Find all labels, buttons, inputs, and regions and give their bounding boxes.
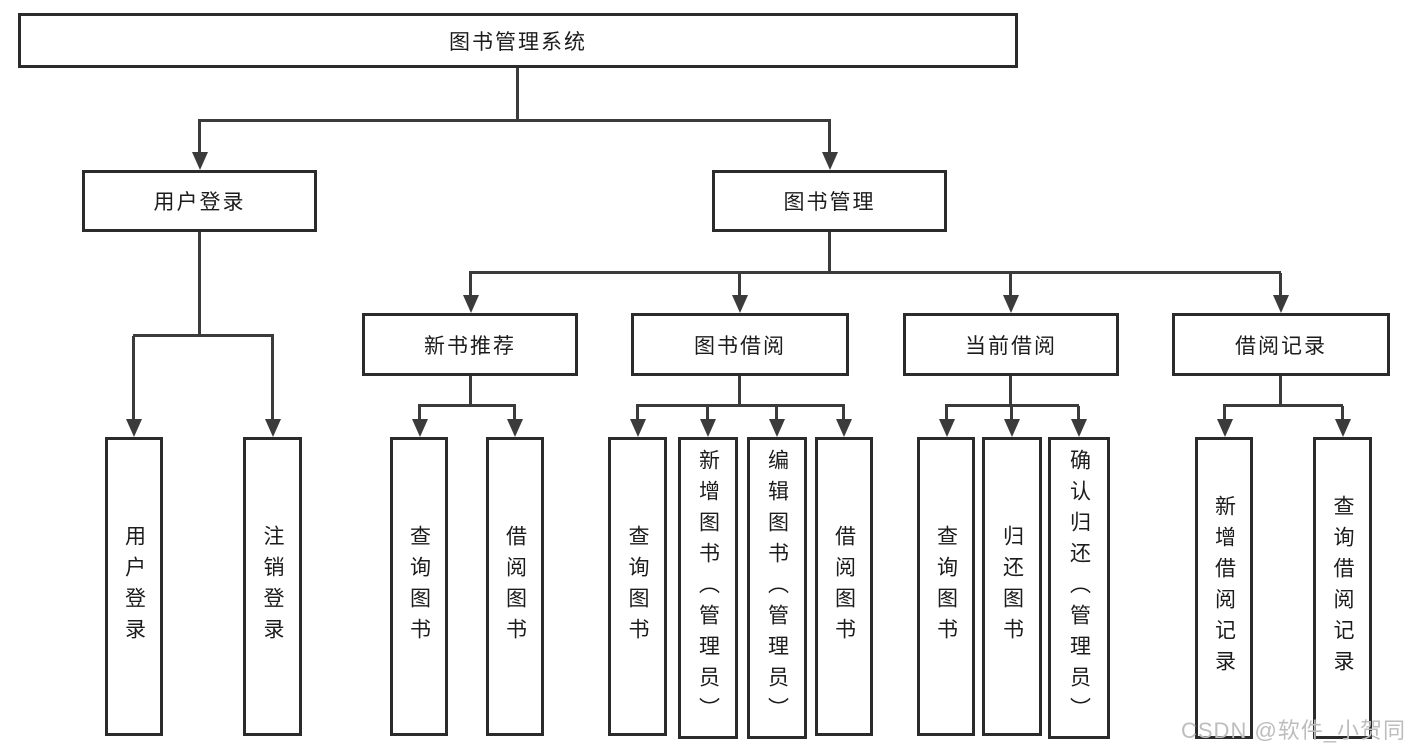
connector-bookborrow-stub [738, 376, 741, 407]
node-new-book-recommend: 新书推荐 [362, 313, 578, 376]
leaf-logout-label: 注销登录 [261, 524, 284, 649]
connector-root-stub [516, 66, 519, 122]
connector-login-stub [198, 232, 201, 337]
connector-drop [1341, 406, 1344, 420]
arrow-down-icon [769, 419, 785, 437]
arrow-down-icon [1003, 295, 1019, 313]
connector-newbook-stub [469, 376, 472, 407]
arrow-down-icon [265, 419, 281, 437]
arrow-down-icon [507, 419, 523, 437]
leaf-borrow-books: 借阅图书 [815, 437, 873, 736]
connector-drop [418, 406, 421, 420]
leaf-logout: 注销登录 [243, 437, 302, 736]
node-book-management-label: 图书管理 [783, 191, 876, 214]
leaf-query-books-current: 查询图书 [917, 437, 975, 736]
arrow-down-icon [822, 152, 838, 170]
arrow-down-icon [1335, 419, 1351, 437]
leaf-query-books-recommend-label: 查询图书 [407, 524, 431, 649]
connector-drop [775, 406, 778, 420]
connector-drop-book-management [828, 121, 831, 154]
arrow-down-icon [126, 419, 142, 437]
arrow-down-icon [630, 419, 646, 437]
node-current-borrow: 当前借阅 [903, 313, 1119, 376]
node-borrow-records: 借阅记录 [1172, 313, 1390, 376]
leaf-add-borrow-record: 新增借阅记录 [1195, 437, 1253, 739]
connector-currentborrow-stub [1009, 376, 1012, 407]
leaf-query-borrow-record: 查询借阅记录 [1313, 437, 1372, 739]
leaf-return-book: 归还图书 [982, 437, 1042, 736]
leaf-query-books-borrow-label: 查询图书 [626, 524, 649, 649]
connector-bookborrow-hline [636, 404, 845, 407]
leaf-user-login: 用户登录 [105, 437, 163, 736]
leaf-borrow-books-recommend: 借阅图书 [486, 437, 544, 736]
csdn-watermark: CSDN @软件_小贺同学 [1181, 718, 1405, 743]
arrow-down-icon [412, 419, 428, 437]
arrow-down-icon [939, 419, 955, 437]
arrow-down-icon [463, 295, 479, 313]
connector-drop-current-borrow [1009, 273, 1012, 296]
node-root-library-system: 图书管理系统 [18, 13, 1018, 68]
arrow-down-icon [1071, 419, 1087, 437]
connector-drop [706, 406, 709, 420]
connector-drop-new-book [469, 273, 472, 296]
connector-drop-leaf-login [132, 336, 135, 420]
connector-records-stub [1279, 376, 1282, 407]
connector-management-stub [828, 232, 831, 274]
connector-login-hline [133, 334, 274, 337]
connector-drop-book-borrow [738, 273, 741, 296]
connector-drop-user-login [198, 121, 201, 154]
leaf-query-books-current-label: 查询图书 [934, 524, 958, 649]
leaf-add-book-admin-label: 新增图书（管理员） [696, 448, 720, 728]
connector-drop [1077, 406, 1080, 420]
connector-currentborrow-hline [945, 404, 1079, 407]
leaf-confirm-return-admin: 确认归还（管理员） [1048, 437, 1110, 739]
connector-drop-leaf-logout [271, 336, 274, 420]
leaf-confirm-return-admin-label: 确认归还（管理员） [1067, 448, 1091, 728]
connector-records-hline [1223, 404, 1343, 407]
leaf-borrow-books-label: 借阅图书 [832, 524, 856, 649]
arrow-down-icon [1273, 295, 1289, 313]
node-user-login: 用户登录 [82, 170, 317, 232]
connector-drop [513, 406, 516, 420]
connector-newbook-hline [418, 404, 516, 407]
leaf-query-borrow-record-label: 查询借阅记录 [1331, 495, 1354, 681]
arrow-down-icon [700, 419, 716, 437]
node-book-borrow-label: 图书借阅 [694, 334, 786, 358]
leaf-edit-book-admin-label: 编辑图书（管理员） [765, 448, 789, 728]
connector-drop [1223, 406, 1226, 420]
node-borrow-records-label: 借阅记录 [1235, 334, 1327, 358]
connector-drop [636, 406, 639, 420]
leaf-return-book-label: 归还图书 [1000, 524, 1024, 649]
arrow-down-icon [1004, 419, 1020, 437]
node-new-book-recommend-label: 新书推荐 [424, 334, 516, 358]
leaf-edit-book-admin: 编辑图书（管理员） [747, 437, 807, 739]
node-current-borrow-label: 当前借阅 [965, 334, 1057, 358]
leaf-borrow-books-recommend-label: 借阅图书 [503, 524, 527, 649]
leaf-query-books-borrow: 查询图书 [608, 437, 667, 736]
arrow-down-icon [836, 419, 852, 437]
connector-drop [1010, 406, 1013, 420]
leaf-query-books-recommend: 查询图书 [390, 437, 448, 736]
connector-drop [945, 406, 948, 420]
node-book-borrow: 图书借阅 [631, 313, 849, 376]
node-root-label: 图书管理系统 [449, 30, 587, 54]
leaf-add-borrow-record-label: 新增借阅记录 [1212, 495, 1236, 681]
arrow-down-icon [1217, 419, 1233, 437]
arrow-down-icon [732, 295, 748, 313]
connector-drop-borrow-records [1279, 273, 1282, 296]
connector-level2-hline [198, 119, 831, 122]
node-book-management: 图书管理 [712, 170, 947, 232]
connector-drop [842, 406, 845, 420]
node-user-login-label: 用户登录 [153, 191, 246, 214]
leaf-user-login-label: 用户登录 [122, 524, 146, 649]
arrow-down-icon [192, 152, 208, 170]
leaf-add-book-admin: 新增图书（管理员） [678, 437, 738, 739]
connector-level3-hline [469, 271, 1281, 274]
